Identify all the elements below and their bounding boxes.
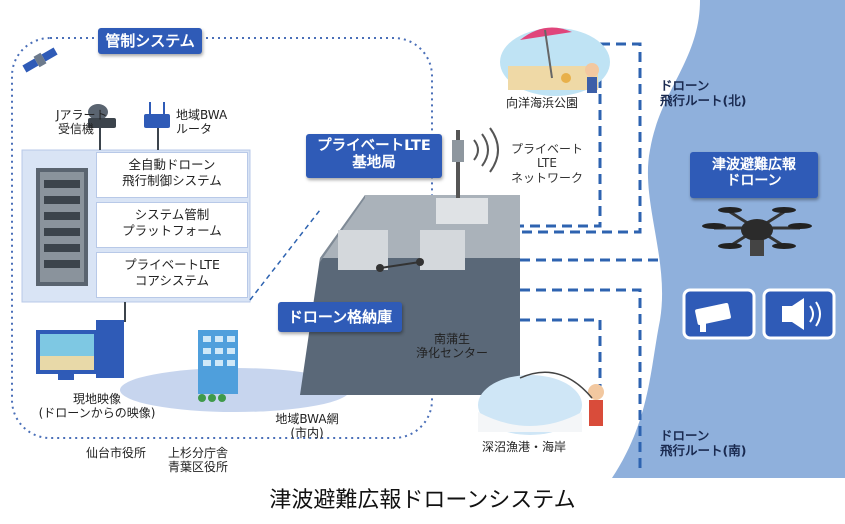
tsunami-drone-line-1: 津波避難広報	[712, 157, 796, 173]
private-lte-base-label: プライベートLTE 基地局	[306, 134, 442, 178]
bwa-network-line-1: 地域BWA網	[275, 412, 339, 426]
route-north-inner	[520, 62, 602, 228]
lte-net-line-1: プライベート	[510, 142, 583, 156]
route-north-line-2: 飛行ルート(北)	[660, 93, 747, 108]
lte-network-label: プライベート LTE ネットワーク	[504, 142, 590, 185]
office-building-icon	[198, 330, 238, 402]
module-1-line-2: 飛行制御システム	[122, 173, 222, 189]
live-video-label: 現地映像 (ドローンからの映像)	[22, 392, 172, 421]
live-video-line-1: 現地映像	[72, 392, 121, 406]
center-line-1: 南蒲生	[433, 332, 470, 346]
flight-routes	[520, 42, 660, 470]
camera-icon	[682, 288, 756, 340]
bwa-network-label: 地域BWA網 (市内)	[262, 412, 352, 441]
module-lte-core: プライベートLTE コアシステム	[96, 252, 248, 298]
lte-base-line-1: プライベートLTE	[317, 138, 431, 154]
route-south-path	[520, 288, 642, 470]
satellite-icon	[22, 47, 58, 73]
fishing-port-illustration	[478, 371, 604, 435]
park-label: 向洋海浜公園	[506, 96, 579, 110]
bwa-network-line-2: (市内)	[290, 426, 324, 441]
tsunami-drone-label: 津波避難広報 ドローン	[690, 152, 818, 198]
module-3-line-1: プライベートLTE	[124, 257, 220, 272]
center-line-2: 浄化センター	[415, 346, 488, 361]
lte-antenna-icon	[452, 127, 499, 198]
route-south-label: ドローン 飛行ルート(南)	[660, 428, 746, 458]
ward-office-line-1: 上杉分庁舎	[168, 446, 229, 460]
speaker-icon	[762, 288, 836, 340]
fishing-port-label: 深沼漁港・海岸	[482, 440, 567, 454]
ward-office-line-2: 青葉区役所	[168, 460, 229, 475]
module-drone-control: 全自動ドローン 飛行制御システム	[96, 152, 248, 198]
j-alert-line-2: 受信機	[57, 122, 94, 137]
module-2-line-1: システム管制	[134, 207, 210, 222]
route-north-label: ドローン 飛行ルート(北)	[660, 78, 746, 108]
drone-icon	[702, 207, 812, 256]
module-2-line-2: プラットフォーム	[122, 223, 222, 239]
tsunami-drone-line-2: ドローン	[726, 173, 782, 190]
j-alert-label: Jアラート 受信機	[56, 108, 108, 137]
router-icon	[144, 102, 170, 128]
satellite-dish-icon	[88, 104, 116, 128]
diagram-caption: 津波避難広報ドローンシステム	[269, 488, 576, 513]
route-north-line-1: ドローン	[660, 78, 710, 93]
city-hall-label: 仙台市役所	[86, 446, 147, 460]
drone-hangar-label: ドローン格納庫	[278, 302, 402, 332]
route-north-path	[520, 42, 642, 234]
lte-net-line-3: ネットワーク	[510, 170, 583, 185]
server-rack-icon	[36, 168, 88, 286]
route-south-inner	[520, 318, 602, 400]
module-system-platform: システム管制 プラットフォーム	[96, 202, 248, 248]
bwa-router-line-2: ルータ	[176, 122, 213, 137]
pc-monitor-icon	[36, 320, 124, 380]
module-3-line-2: コアシステム	[134, 273, 210, 289]
control-system-title: 管制システム	[98, 28, 202, 54]
route-south-line-1: ドローン	[660, 428, 710, 443]
hangar-building	[300, 195, 520, 395]
j-alert-line-1: Jアラート	[56, 108, 108, 122]
link-dashed	[249, 209, 321, 301]
center-label: 南蒲生 浄化センター	[412, 332, 492, 361]
module-1-line-1: 全自動ドローン	[128, 157, 216, 172]
live-video-line-2: (ドローンからの映像)	[38, 406, 156, 421]
sea-area	[612, 0, 845, 478]
lte-net-line-2: LTE	[537, 156, 557, 171]
bwa-router-line-1: 地域BWA	[176, 108, 228, 122]
beach-park-illustration	[500, 27, 610, 96]
ward-office-label: 上杉分庁舎 青葉区役所	[168, 446, 228, 475]
route-south-line-2: 飛行ルート(南)	[660, 443, 747, 458]
bwa-router-label: 地域BWA ルータ	[176, 108, 227, 137]
lte-base-line-2: 基地局	[352, 154, 396, 171]
